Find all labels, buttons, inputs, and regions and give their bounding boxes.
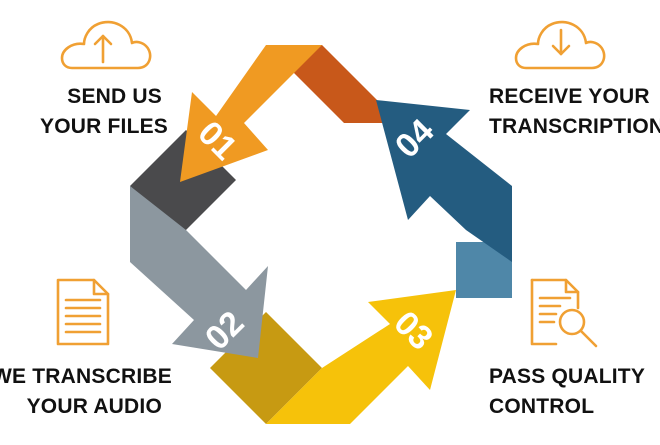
step-1-label-line-2: YOUR FILES	[40, 115, 169, 138]
step-3-label: PASS QUALITY CONTROL	[489, 362, 645, 422]
step-2-arrow	[130, 186, 268, 358]
step-1-arrow	[180, 45, 322, 182]
step-4-label-line-1: RECEIVE YOUR	[489, 85, 650, 108]
cloud-upload-icon	[60, 20, 152, 70]
document-icon	[56, 278, 110, 346]
step-1-label: SEND US YOUR FILES	[40, 82, 169, 142]
step-2-label-line-1: WE TRANSCRIBE	[0, 365, 172, 388]
step-4-arrow	[376, 100, 512, 262]
document-search-icon	[530, 278, 598, 348]
cloud-download-icon	[514, 20, 606, 70]
step-2-label: WE TRANSCRIBE YOUR AUDIO	[0, 362, 172, 422]
step-3-shadow-segment	[456, 242, 512, 298]
step-1-label-line-1: SEND US	[67, 85, 162, 108]
step-2-label-line-2: YOUR AUDIO	[26, 395, 162, 418]
step-4-label: RECEIVE YOUR TRANSCRIPTION	[489, 82, 660, 142]
step-3-arrow	[266, 290, 456, 424]
step-3-label-line-2: CONTROL	[489, 395, 595, 418]
step-3-label-line-1: PASS QUALITY	[489, 365, 646, 388]
step-4-label-line-2: TRANSCRIPTION	[489, 115, 660, 138]
